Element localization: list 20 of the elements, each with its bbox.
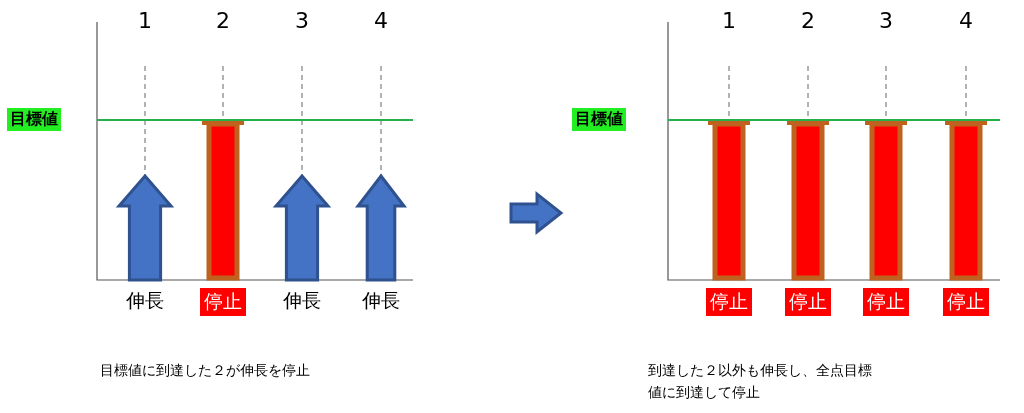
status-label: 伸長 [283,288,321,313]
column-number: 1 [138,8,152,33]
column-number: 4 [374,8,388,33]
caption-text: 目標値に到達した２が伸長を停止 [100,361,311,380]
column-number: 1 [722,8,736,33]
stop-label: 停止 [943,288,989,316]
target-value-label: 目標値 [572,108,626,131]
status-label: 伸長 [126,288,164,313]
stop-label: 停止 [200,288,246,316]
column-number: 4 [959,8,973,33]
column-number: 3 [295,8,309,33]
caption-text: 到達した２以外も伸長し、全点目標値に到達して停止 [648,361,873,402]
target-value-label: 目標値 [7,108,61,131]
column-number: 3 [879,8,893,33]
stop-label: 停止 [706,288,752,316]
column-number: 2 [216,8,230,33]
stop-label: 停止 [785,288,831,316]
stop-label: 停止 [863,288,909,316]
status-label: 伸長 [362,288,400,313]
column-number: 2 [801,8,815,33]
